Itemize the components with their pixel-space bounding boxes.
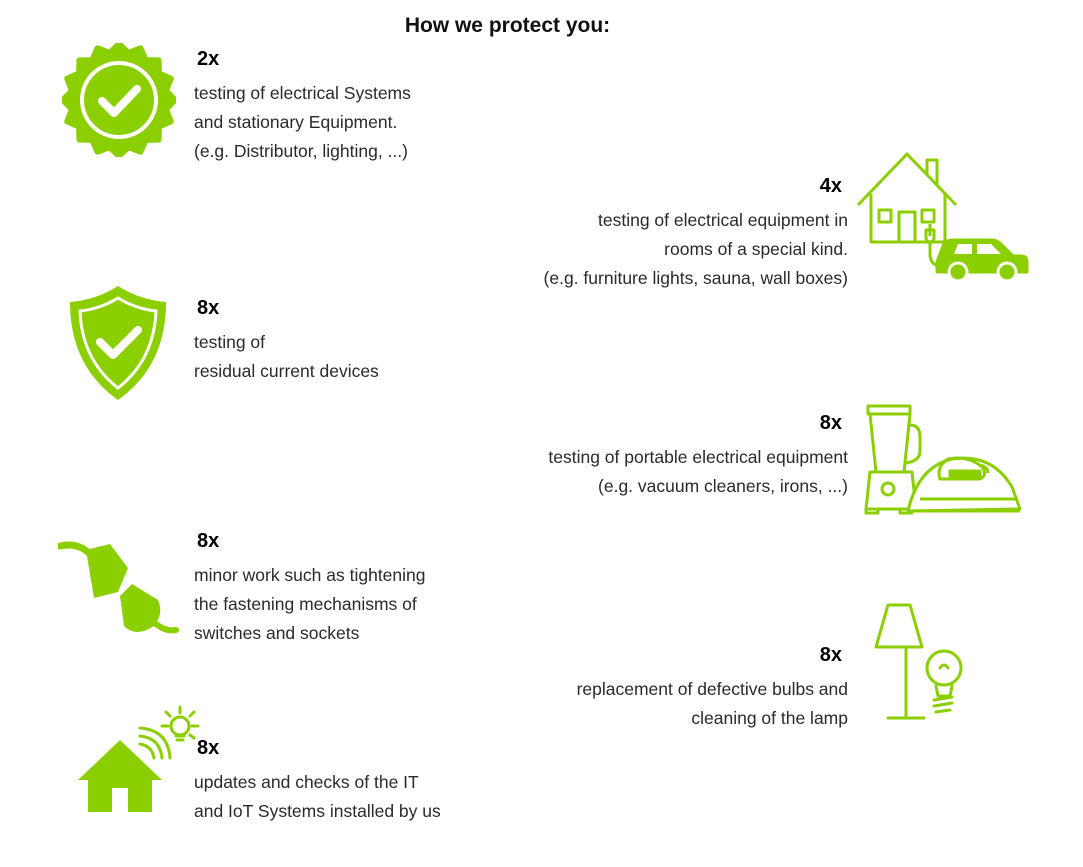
badge-check-icon <box>60 41 178 162</box>
item-shield-text: 8x testing of residual current devices <box>194 296 379 386</box>
plug-socket-icon <box>56 540 180 643</box>
item-line: testing of electrical equipment in <box>598 210 848 230</box>
item-line: rooms of a special kind. <box>664 239 848 259</box>
smart-home-icon <box>76 704 200 819</box>
item-line: (e.g. Distributor, lighting, ...) <box>194 141 408 161</box>
item-count: 8x <box>819 412 842 434</box>
item-line: residual current devices <box>194 361 379 381</box>
item-count: 4x <box>819 175 842 197</box>
house-car-charging-icon <box>855 150 1030 290</box>
item-line: replacement of defective bulbs and <box>576 679 848 699</box>
item-lamp-text: 8x replacement of defective bulbs and cl… <box>577 643 848 733</box>
item-line: and stationary Equipment. <box>194 112 398 132</box>
item-plug-text: 8x minor work such as tightening the fas… <box>194 529 426 648</box>
item-count: 8x <box>819 644 842 666</box>
item-line: and IoT Systems installed by us <box>194 801 441 821</box>
item-count: 8x <box>197 530 220 552</box>
page-title: How we protect you: <box>404 14 611 37</box>
item-line: cleaning of the lamp <box>691 708 848 728</box>
item-count: 2x <box>197 48 220 70</box>
item-line: testing of electrical Systems <box>194 83 411 103</box>
item-badge-text: 2x testing of electrical Systems and sta… <box>194 47 411 166</box>
shield-check-icon <box>68 284 168 407</box>
item-count: 8x <box>197 297 220 319</box>
item-line: updates and checks of the IT <box>194 772 419 792</box>
blender-iron-icon <box>858 403 1024 520</box>
item-house-car-text: 4x testing of electrical equipment in ro… <box>544 174 848 293</box>
item-line: testing of <box>194 332 266 352</box>
item-line: (e.g. vacuum cleaners, irons, ...) <box>598 476 848 496</box>
item-line: minor work such as tightening <box>194 565 426 585</box>
item-count: 8x <box>197 737 220 759</box>
item-line: switches and sockets <box>194 623 360 643</box>
item-line: testing of portable electrical equipment <box>548 447 848 467</box>
item-blender-iron-text: 8x testing of portable electrical equipm… <box>548 411 848 501</box>
item-line: the fastening mechanisms of <box>194 594 417 614</box>
item-smart-home-text: 8x updates and checks of the IT and IoT … <box>194 736 441 826</box>
item-line: (e.g. furniture lights, sauna, wall boxe… <box>543 268 848 288</box>
lamp-bulb-icon <box>870 602 970 729</box>
